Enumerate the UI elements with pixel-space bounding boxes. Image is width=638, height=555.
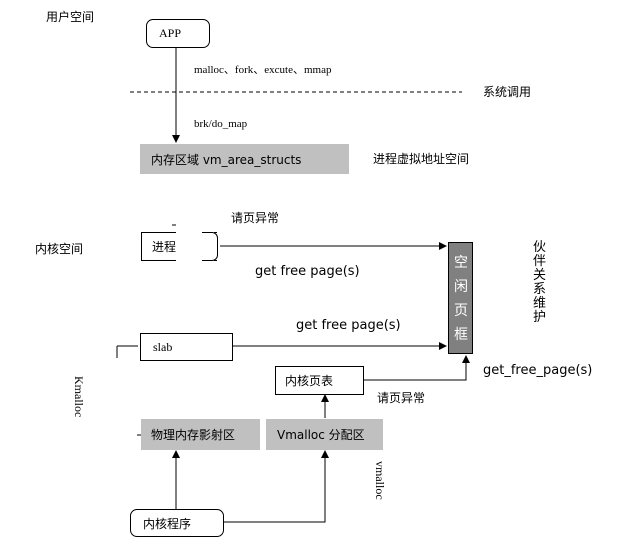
process-box-tear-edge [202,232,218,261]
free-frames-box: 空闲页框 [448,242,473,354]
user-space-label: 用户空间 [46,10,95,24]
free-frames-label: 空闲页框 [454,255,468,343]
brk-do-map-label: brk/do_map [194,118,248,130]
process-vspace-label: 进程虚拟地址空间 [373,152,470,166]
syscall-label: 系统调用 [483,85,532,99]
app-box: APP [146,19,210,48]
kernel-program-box: 内核程序 [130,509,224,537]
kmalloc-label: Kmalloc [72,376,86,418]
page-fault-bottom-label: 请页异常 [377,391,426,405]
page-fault-top-label: 请页异常 [231,211,280,225]
pagetable-to-frames-arrow [364,355,470,381]
program-to-vmalloc-arrow [224,450,329,523]
get-free-page-label-2: get free page(s) [296,318,401,333]
kernel-space-label: 内核空间 [35,242,84,256]
vmalloc-area-box: Vmalloc 分配区 [266,419,383,450]
get-free-page-label-3: get_free_page(s) [483,363,593,378]
syscall-list-label: malloc、fork、excute、mmap [194,64,332,76]
slab-box: slab [140,333,233,361]
get-free-page-label-1: get free page(s) [255,264,360,279]
vm-area-box: 内存区域 vm_area_structs [140,144,349,174]
vmalloc-label: vmalloc [373,461,387,500]
process-box-label: 进程 [152,240,177,254]
buddy-maintain-label: 伙伴关系维护 [533,240,547,325]
phys-map-box: 物理内存影射区 [141,419,260,450]
kernel-page-table-box: 内核页表 [275,366,364,395]
